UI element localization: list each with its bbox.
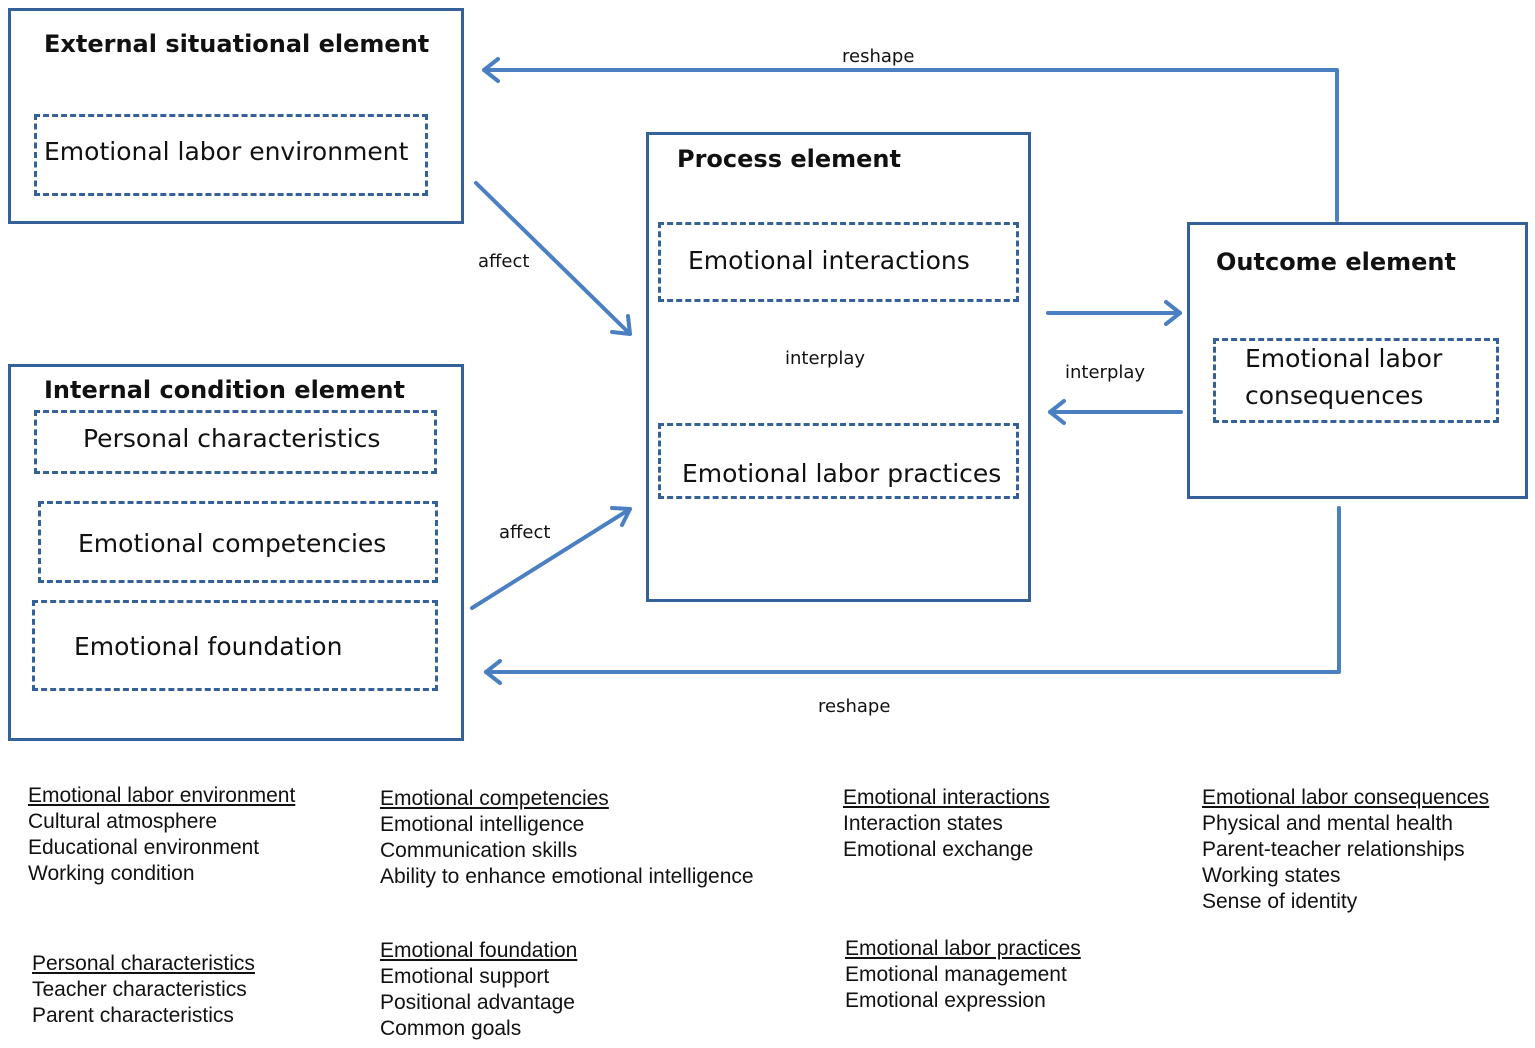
internal-condition-box [8, 364, 464, 741]
legend-item: Emotional management [845, 963, 1067, 986]
legend-heading: Emotional labor practices [845, 937, 1081, 960]
legend-item: Emotional expression [845, 989, 1046, 1012]
outcome-box [1187, 222, 1528, 499]
emotional-foundation-box [32, 600, 438, 691]
emotional-competencies-label: Emotional competencies [78, 529, 387, 558]
legend-item: Physical and mental health [1202, 812, 1453, 835]
emotional-labor-consequences-line1: Emotional labor [1245, 344, 1443, 373]
legend-item: Sense of identity [1202, 890, 1358, 913]
legend-personal-characteristics: Personal characteristics Teacher charact… [32, 951, 255, 1029]
legend-item: Communication skills [380, 839, 578, 862]
emotional-labor-environment-box [34, 114, 428, 196]
legend-heading: Emotional competencies [380, 787, 609, 810]
legend-heading: Emotional foundation [380, 939, 578, 962]
legend-item: Interaction states [843, 812, 1003, 835]
personal-characteristics-box [34, 410, 437, 474]
affect-bottom-arrowhead [610, 506, 632, 527]
reshape-bottom-arrowhead [484, 659, 502, 685]
affect-bottom-arrow [470, 507, 632, 610]
legend-item: Parent-teacher relationships [1202, 838, 1465, 861]
emotional-competencies-box [38, 501, 438, 583]
legend-item: Emotional support [380, 965, 550, 988]
emotional-labor-environment-label: Emotional labor environment [44, 137, 409, 166]
legend-item: Working condition [28, 862, 195, 885]
legend-emotional-interactions: Emotional interactions Interaction state… [843, 785, 1050, 863]
reshape-top-arrowhead [482, 57, 500, 83]
reshape-bottom-label: reshape [818, 696, 891, 717]
legend-item: Teacher characteristics [32, 978, 247, 1001]
affect-top-arrow [474, 181, 632, 336]
legend-emotional-labor-environment: Emotional labor environment Cultural atm… [28, 783, 295, 887]
legend-emotional-foundation: Emotional foundation Emotional support P… [380, 938, 577, 1042]
legend-heading: Emotional labor consequences [1202, 786, 1490, 809]
legend-item: Emotional exchange [843, 838, 1034, 861]
affect-bottom-label: affect [499, 522, 551, 543]
outcome-to-process-arrowhead [1048, 399, 1066, 425]
process-title: Process element [677, 145, 901, 173]
legend-item: Educational environment [28, 836, 260, 859]
reshape-bottom-arrow [484, 506, 1341, 674]
emotional-labor-consequences-line2: consequences [1245, 381, 1424, 410]
interplay-outer-label: interplay [1065, 362, 1146, 383]
emotional-labor-practices-label: Emotional labor practices [682, 459, 1002, 488]
emotional-interactions-box [658, 222, 1019, 302]
legend-item: Positional advantage [380, 991, 575, 1014]
legend-emotional-labor-consequences: Emotional labor consequences Physical an… [1202, 785, 1489, 915]
reshape-top-arrow [482, 68, 1339, 222]
external-situational-title: External situational element [44, 30, 430, 58]
affect-top-label: affect [478, 251, 530, 272]
reshape-top-label: reshape [842, 46, 915, 67]
internal-condition-title: Internal condition element [44, 376, 405, 404]
legend-item: Common goals [380, 1017, 522, 1040]
emotional-interactions-label: Emotional interactions [688, 246, 970, 275]
emotional-foundation-label: Emotional foundation [74, 632, 343, 661]
emotional-labor-consequences-box [1213, 338, 1499, 423]
emotional-labor-practices-box [658, 423, 1019, 499]
legend-item: Working states [1202, 864, 1341, 887]
legend-emotional-labor-practices: Emotional labor practices Emotional mana… [845, 936, 1081, 1014]
legend-item: Parent characteristics [32, 1004, 234, 1027]
legend-heading: Emotional labor environment [28, 784, 296, 807]
legend-item: Emotional intelligence [380, 813, 585, 836]
personal-characteristics-label: Personal characteristics [83, 424, 381, 453]
interplay-inner-label: interplay [785, 348, 866, 369]
affect-top-arrowhead [610, 314, 632, 336]
legend-item: Cultural atmosphere [28, 810, 218, 833]
outcome-title: Outcome element [1216, 248, 1456, 276]
process-box [646, 132, 1031, 602]
process-to-outcome-arrowhead [1164, 300, 1182, 326]
legend-emotional-competencies: Emotional competencies Emotional intelli… [380, 786, 754, 890]
legend-heading: Emotional interactions [843, 786, 1050, 809]
legend-item: Ability to enhance emotional intelligenc… [380, 865, 754, 888]
legend-heading: Personal characteristics [32, 952, 255, 975]
